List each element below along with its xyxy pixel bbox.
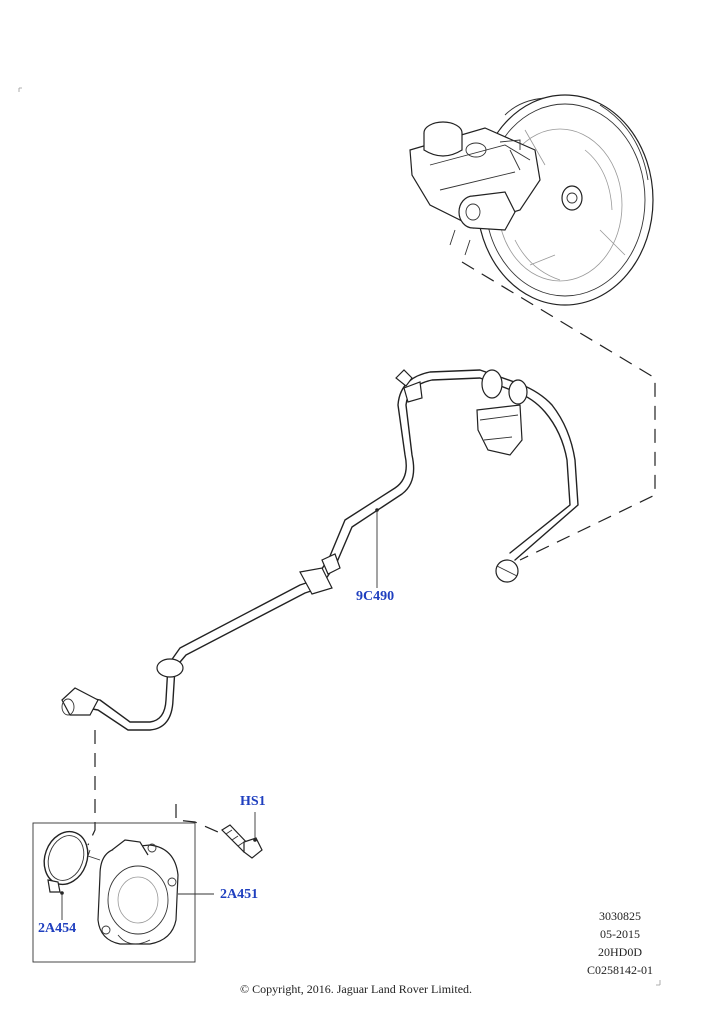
drawing-number: 3030825 xyxy=(599,909,641,923)
corner-mark-bottom-right xyxy=(656,980,661,986)
callout-pump[interactable]: 2A451 xyxy=(220,887,259,902)
callout-bolt[interactable]: HS1 xyxy=(240,794,266,809)
corner-mark-top-left xyxy=(18,87,22,92)
brake-booster-assembly[interactable] xyxy=(409,94,654,306)
drawing-date: 05-2015 xyxy=(600,927,640,941)
drawing-code: 20HD0D xyxy=(598,945,642,959)
vacuum-tube[interactable] xyxy=(61,369,579,731)
copyright-notice: © Copyright, 2016. Jaguar Land Rover Lim… xyxy=(239,982,473,996)
gasket-ring[interactable] xyxy=(37,825,95,920)
pump-group-box xyxy=(32,822,196,963)
leader-booster-to-tube xyxy=(461,261,656,561)
leader-bolt-to-pump xyxy=(175,804,219,833)
drawing-reference: C0258142-01 xyxy=(587,963,653,977)
leader-tube-to-pump xyxy=(87,730,96,846)
bolt[interactable] xyxy=(221,812,263,859)
vacuum-pump[interactable] xyxy=(87,839,214,945)
callout-gasket[interactable]: 2A454 xyxy=(38,921,77,936)
callout-tube[interactable]: 9C490 xyxy=(356,589,395,604)
